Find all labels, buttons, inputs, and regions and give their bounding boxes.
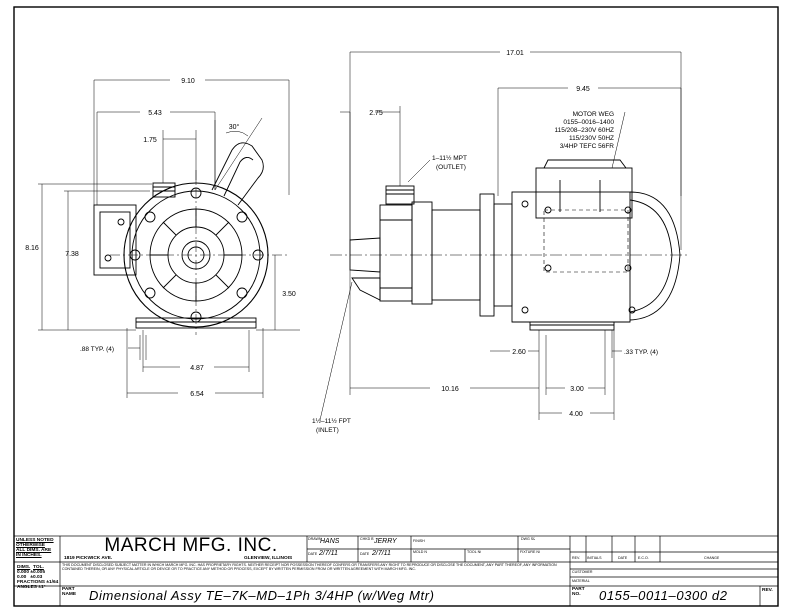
tol-tol-header: TOL. (33, 565, 44, 570)
company-address: 1819 PICKWICK AVE. (64, 556, 113, 561)
chkd-date: 2/7/11 (372, 550, 391, 557)
motor-note-line-2: 0155–0016–1400 (563, 119, 614, 126)
part-number: 0155–0011–0300 d2 (599, 588, 728, 603)
dim-side-outlet-to-face: 2.75 (369, 110, 383, 117)
front-view-dimensions (38, 79, 300, 398)
mold-label: MOLD NO. (413, 550, 427, 554)
finish-label: FINISH (413, 539, 425, 543)
dim-front-base-width: 6.54 (190, 391, 204, 398)
dwg-size-label: DWG SIZE (521, 537, 535, 541)
tolerance-note-line: ALL DIMS. ARE (16, 548, 52, 553)
tol-dims-header: DIMS. (17, 565, 31, 570)
dim-side-base-offset: 2.60 (512, 349, 526, 356)
company-city: GLENVIEW, ILLINOIS (244, 556, 293, 561)
rev-label: REV. (762, 588, 773, 593)
chkd-by: JERRY (374, 538, 397, 545)
fixture-label: FIXTURE NO. (520, 550, 540, 554)
material-label: MATERIAL (572, 579, 590, 583)
dim-front-angle: 30° (229, 123, 240, 131)
front-view (93, 142, 290, 335)
outlet-note-thread: 1–11½ MPT (432, 154, 467, 162)
dim-front-center-offset: 5.43 (148, 110, 162, 117)
tolerance-note-line: UNLESS NOTED (16, 538, 54, 543)
rev-header: REV. (572, 556, 581, 560)
dim-front-shaft-height: 3.50 (282, 291, 296, 298)
tool-label: TOOL NO. (467, 550, 481, 554)
tol-tol-value: ±0.005 (30, 570, 45, 575)
dim-side-inlet-to-base: 10.16 (441, 386, 459, 393)
dim-side-overall-length: 17.01 (506, 50, 524, 57)
drawn-date-label: DATE (308, 552, 318, 556)
tolerance-table: DIMS. TOL. 0.000 ±0.005 0.00 ±0.03 FRACT… (17, 565, 61, 590)
company-name: MARCH MFG. INC. (104, 535, 278, 556)
motor-note-line-1: MOTOR WEG (573, 111, 614, 118)
tolerance-note-line: IN INCHES. (16, 553, 42, 558)
tol-tol-value: ±0.03 (30, 575, 43, 580)
chkd-date-label: DATE (360, 552, 370, 556)
dim-front-overall-height: 8.16 (25, 245, 39, 252)
tolerance-note-line: OTHERWISE (16, 543, 45, 548)
inlet-note-thread: 1½–11½ FPT (312, 417, 351, 425)
tol-angles: ANGLES ±1° (17, 585, 46, 590)
title-block-grid (13, 535, 779, 607)
part-name: Dimensional Assy TE–7K–MD–1Ph 3/4HP (w/W… (89, 588, 435, 603)
drawn-date: 2/7/11 (319, 550, 338, 557)
dim-side-slot: .33 TYP. (4) (624, 349, 658, 356)
inlet-note-label: (INLET) (316, 427, 339, 434)
proprietary-disclaimer: THIS DOCUMENT DISCLOSED SUBJECT MATTER I… (62, 563, 557, 571)
chkd-by-label: CHKD BY (360, 537, 374, 541)
dim-front-outlet-offset: 1.75 (143, 137, 157, 144)
initials-header: INITIALS (587, 556, 602, 560)
date-header: DATE (618, 556, 628, 560)
tolerance-note: UNLESS NOTED OTHERWISE ALL DIMS. ARE IN … (16, 538, 60, 558)
motor-note-line-4: 115/230V 50HZ (569, 135, 614, 142)
sheet-border (13, 6, 779, 607)
dim-front-overall-width: 9.10 (181, 78, 195, 85)
tol-fractions: FRACTIONS ±1/64 (17, 580, 59, 585)
tol-dims-value: 0.000 (17, 570, 30, 575)
eco-header: E.C.O. (638, 556, 649, 560)
motor-note-line-3: 115/208–230V 60HZ (554, 127, 614, 134)
side-view (330, 159, 690, 331)
motor-note-line-5: 3/4HP TEFC 56FR (560, 143, 615, 150)
customer-label: CUSTOMER (572, 570, 593, 574)
dim-side-base-depth: 4.00 (569, 411, 583, 418)
drawn-by: HANS (320, 538, 340, 545)
tol-dims-value: 0.00 (17, 575, 27, 580)
dim-side-motor-length: 9.45 (576, 86, 590, 93)
title-block: UNLESS NOTED OTHERWISE ALL DIMS. ARE IN … (14, 535, 777, 606)
change-header: CHANGE (704, 556, 720, 560)
side-view-dimensions (319, 51, 682, 421)
drawn-by-label: DRAWN BY (308, 537, 322, 541)
dim-front-foot-hole: .88 TYP. (4) (80, 346, 114, 353)
outlet-note-label: (OUTLET) (436, 164, 466, 171)
dim-front-hole-spacing: 4.87 (190, 365, 204, 372)
dim-front-body-height: 7.38 (65, 251, 79, 258)
dim-side-base-slot-spacing: 3.00 (570, 386, 584, 393)
